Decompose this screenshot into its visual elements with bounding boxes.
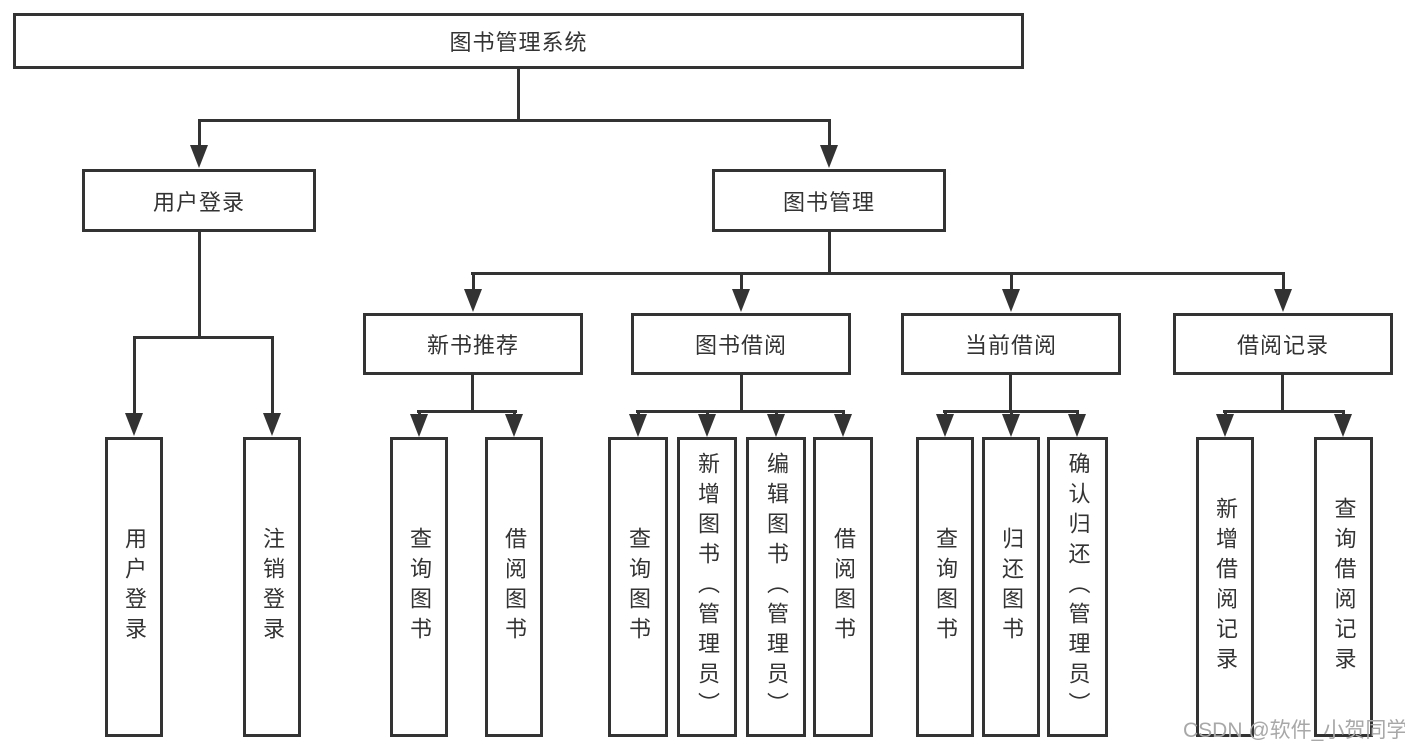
arrow-down-icon xyxy=(1274,289,1292,312)
connector-line xyxy=(517,69,520,119)
arrow-down-icon xyxy=(820,145,838,168)
node-new-book-recommend: 新书推荐 xyxy=(363,313,583,375)
arrow-down-icon xyxy=(767,414,785,437)
connector-line xyxy=(636,410,845,413)
leaf-label: 查询借阅记录 xyxy=(1331,497,1357,677)
connector-line xyxy=(133,336,136,416)
node-label: 图书管理 xyxy=(782,189,875,215)
leaf-label: 新增借阅记录 xyxy=(1213,497,1238,677)
connector-line xyxy=(133,336,274,339)
arrow-down-icon xyxy=(834,414,852,437)
arrow-down-icon xyxy=(936,414,954,437)
connector-line xyxy=(417,410,517,413)
leaf-label: 查询图书 xyxy=(933,527,958,647)
arrow-down-icon xyxy=(732,289,750,312)
node-label: 用户登录 xyxy=(152,189,245,215)
leaf-label: 编辑图书（管理员） xyxy=(764,452,789,722)
connector-line xyxy=(198,119,201,147)
arrow-down-icon xyxy=(1002,289,1020,312)
connector-line xyxy=(1009,375,1012,410)
arrow-down-icon xyxy=(1216,414,1234,437)
leaf-user-login: 用户登录 xyxy=(105,437,163,737)
leaf-label: 查询图书 xyxy=(407,527,432,647)
arrow-down-icon xyxy=(698,414,716,437)
node-library-management-system: 图书管理系统 xyxy=(13,13,1024,69)
node-label: 当前借阅 xyxy=(964,333,1057,358)
leaf-edit-book-admin: 编辑图书（管理员） xyxy=(746,437,806,737)
connector-line xyxy=(471,272,1284,275)
leaf-return-books: 归还图书 xyxy=(982,437,1040,737)
arrow-down-icon xyxy=(1002,414,1020,437)
connector-line xyxy=(471,375,474,410)
arrow-down-icon xyxy=(629,414,647,437)
arrow-down-icon xyxy=(464,289,482,312)
node-user-login: 用户登录 xyxy=(82,169,316,232)
leaf-query-books-recommend: 查询图书 xyxy=(390,437,448,737)
connector-line xyxy=(828,232,831,272)
connector-line xyxy=(740,272,743,292)
arrow-down-icon xyxy=(505,414,523,437)
node-label: 借阅记录 xyxy=(1236,333,1329,358)
leaf-label: 用户登录 xyxy=(122,527,147,647)
connector-line xyxy=(1223,410,1345,413)
leaf-label: 查询图书 xyxy=(626,527,651,647)
node-label: 图书管理系统 xyxy=(449,30,588,55)
node-label: 图书借阅 xyxy=(694,333,787,358)
arrow-down-icon xyxy=(125,413,143,436)
connector-line xyxy=(198,232,201,336)
arrow-down-icon xyxy=(1068,414,1086,437)
leaf-add-borrow-record: 新增借阅记录 xyxy=(1196,437,1254,737)
leaf-label: 新增图书（管理员） xyxy=(695,452,720,722)
leaf-logout: 注销登录 xyxy=(243,437,301,737)
leaf-query-books-current: 查询图书 xyxy=(916,437,974,737)
arrow-down-icon xyxy=(410,414,428,437)
leaf-label: 注销登录 xyxy=(260,527,285,647)
connector-line xyxy=(1282,272,1285,292)
node-label: 新书推荐 xyxy=(426,333,519,358)
leaf-borrow-books-recommend: 借阅图书 xyxy=(485,437,543,737)
connector-line xyxy=(271,336,274,416)
leaf-query-borrow-record: 查询借阅记录 xyxy=(1314,437,1373,737)
arrow-down-icon xyxy=(263,413,281,436)
connector-line xyxy=(1010,272,1013,292)
leaf-label: 确认归还（管理员） xyxy=(1065,452,1091,722)
connector-line xyxy=(1281,375,1284,410)
node-current-borrowing: 当前借阅 xyxy=(901,313,1121,375)
leaf-label: 借阅图书 xyxy=(502,527,527,647)
leaf-label: 归还图书 xyxy=(999,527,1024,647)
connector-line xyxy=(472,272,475,292)
node-book-management: 图书管理 xyxy=(712,169,946,232)
leaf-query-books-borrow: 查询图书 xyxy=(608,437,668,737)
node-book-borrowing: 图书借阅 xyxy=(631,313,851,375)
arrow-down-icon xyxy=(190,145,208,168)
arrow-down-icon xyxy=(1334,414,1352,437)
node-borrow-records: 借阅记录 xyxy=(1173,313,1393,375)
leaf-confirm-return-admin: 确认归还（管理员） xyxy=(1047,437,1108,737)
leaf-label: 借阅图书 xyxy=(831,527,856,647)
leaf-borrow-books-borrow: 借阅图书 xyxy=(813,437,873,737)
csdn-watermark: CSDN @软件_小贺同学 xyxy=(1183,719,1405,742)
connector-line xyxy=(198,119,831,122)
connector-line xyxy=(740,375,743,410)
connector-line xyxy=(828,119,831,147)
leaf-add-book-admin: 新增图书（管理员） xyxy=(677,437,737,737)
